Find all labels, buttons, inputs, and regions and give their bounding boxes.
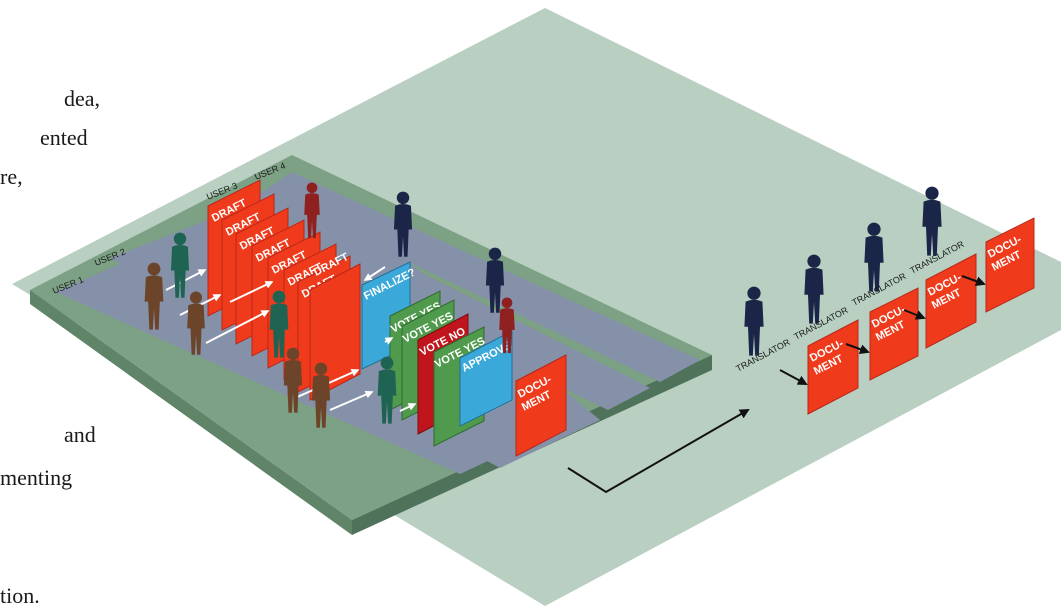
document-card-platform: DOCU-MENT bbox=[515, 354, 567, 457]
side-text-line-3: re, bbox=[0, 164, 23, 189]
side-text-line-4: and bbox=[64, 422, 96, 447]
side-text-line-6: tion. bbox=[0, 583, 40, 608]
lane-user-4 bbox=[262, 172, 700, 382]
translator-arrows bbox=[779, 275, 986, 385]
side-text-line-1: dea, bbox=[64, 86, 101, 111]
side-text-line-5: menting bbox=[0, 465, 73, 490]
side-text-line-2: ented bbox=[40, 125, 88, 150]
document-card-4: DOCU-MENT bbox=[985, 217, 1035, 313]
connector-arrow bbox=[567, 408, 750, 494]
platform-left-side bbox=[30, 290, 352, 535]
